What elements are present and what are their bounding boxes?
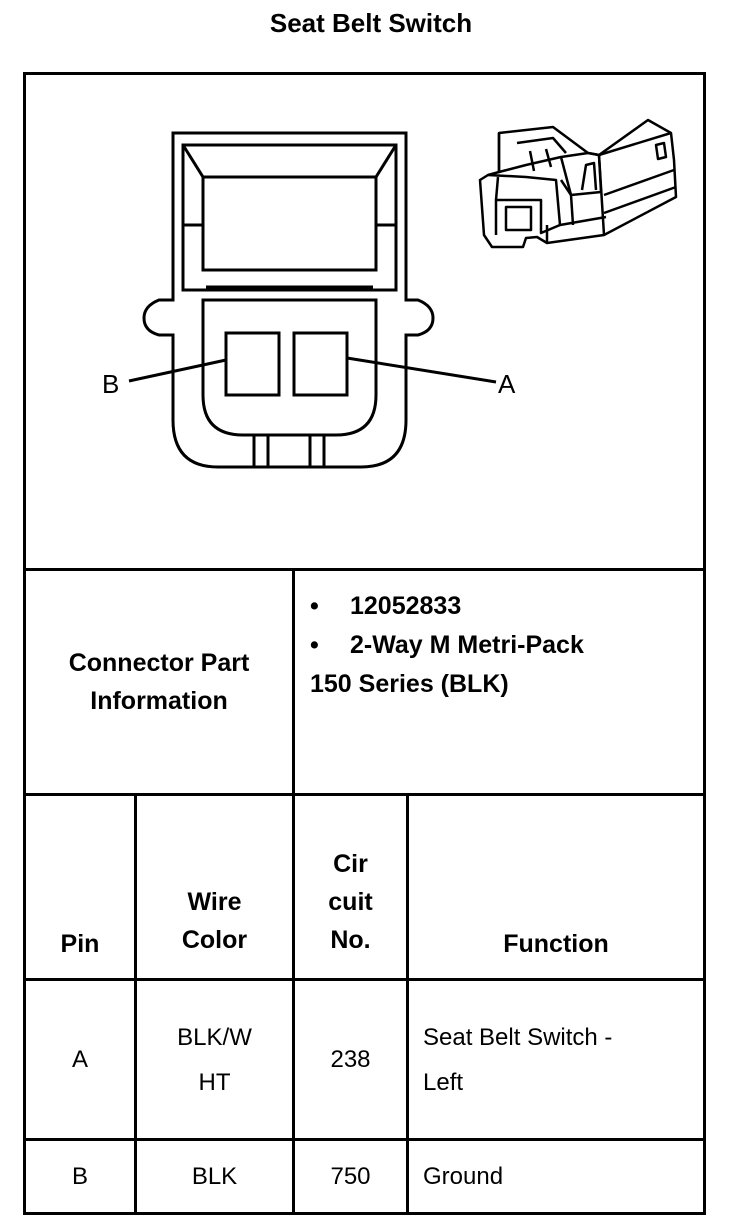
table-cell: B <box>71 1162 88 1190</box>
table-cell: BLK/W <box>177 1023 252 1051</box>
pin-b-leader <box>128 358 227 383</box>
divider <box>292 793 295 1212</box>
terminal-a <box>292 331 349 397</box>
divider <box>26 978 703 981</box>
pin-a-leader <box>346 356 497 384</box>
table-cell: BLK <box>191 1162 238 1190</box>
header-pin: Pin <box>26 796 134 976</box>
connector-info-values: • 12052833 • 2-Way M Metri-Pack 150 Series… <box>310 587 584 704</box>
pin-label-a: A <box>498 369 516 399</box>
header-circuit-line2: cuit <box>328 888 373 916</box>
page-title: Seat Belt Switch <box>269 8 473 38</box>
connector-diagram <box>128 118 678 469</box>
divider <box>134 793 137 1212</box>
divider <box>26 1138 703 1141</box>
table-row-b-circuit: 750 <box>295 1141 406 1212</box>
table-cell: 238 <box>330 1045 371 1073</box>
table-row-a-circuit: 238 <box>295 981 406 1138</box>
pin-label-b: B <box>102 369 120 399</box>
header-circuit-no: Cir cuit No. <box>295 796 406 976</box>
header-pin-text: Pin <box>60 930 100 958</box>
table-row-b-wire-color: BLK <box>137 1141 292 1212</box>
header-function: Function <box>409 796 703 976</box>
divider <box>406 793 409 1212</box>
bullet: • <box>310 592 319 620</box>
table-cell: 750 <box>330 1162 371 1190</box>
divider <box>26 568 703 571</box>
table-cell: HT <box>198 1068 231 1096</box>
table-row-a-wire-color: BLK/W HT <box>137 981 292 1138</box>
divider <box>292 568 295 793</box>
header-circuit-line1: Cir <box>333 850 368 878</box>
table-row-a-pin: A <box>26 981 134 1138</box>
table-cell: Left <box>423 1069 464 1096</box>
header-wire-color-line2: Color <box>181 926 248 954</box>
connector-series: 150 Series (BLK) <box>310 670 509 698</box>
table-row-b-function: Ground <box>423 1141 703 1212</box>
connector-sheet: B A Connector Part Information • 12052833… <box>23 72 706 1215</box>
header-wire-color: Wire Color <box>137 796 292 976</box>
part-number: 12052833 <box>350 592 462 620</box>
divider <box>26 793 703 796</box>
table-cell: A <box>71 1045 88 1073</box>
table-cell: Seat Belt Switch - <box>423 1024 613 1051</box>
bullet: • <box>310 631 319 659</box>
connector-3d-illustration <box>478 118 678 249</box>
connector-face-outline <box>142 131 435 469</box>
connector-info-label-line1: Connector Part <box>68 649 250 677</box>
table-row-b-pin: B <box>26 1141 134 1212</box>
connector-description: 2-Way M Metri-Pack <box>350 631 584 659</box>
table-row-a-function: Seat Belt Switch - Left <box>423 1015 703 1105</box>
header-function-text: Function <box>503 930 609 958</box>
header-circuit-line3: No. <box>330 926 371 954</box>
connector-info-label-line2: Information <box>90 687 228 715</box>
terminal-b <box>224 331 281 397</box>
connector-info-label: Connector Part Information <box>26 571 292 793</box>
header-wire-color-line1: Wire <box>187 888 242 916</box>
table-cell: Ground <box>423 1162 504 1190</box>
